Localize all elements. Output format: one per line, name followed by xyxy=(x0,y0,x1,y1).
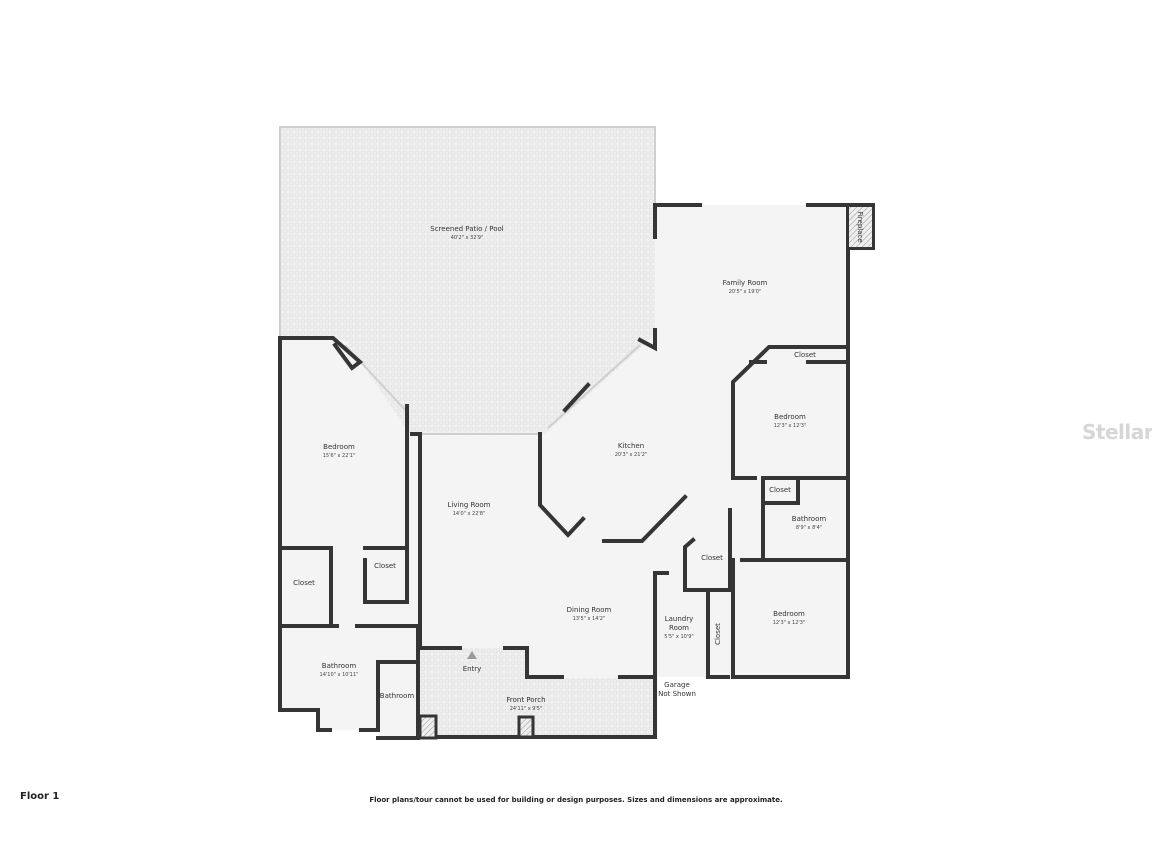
room-dims-porch: 24'11" x 9'5" xyxy=(510,706,543,712)
room-name-bedroom-se: Bedroom xyxy=(773,610,805,618)
entry-arrow-icon xyxy=(467,651,477,659)
room-name-closet-family: Closet xyxy=(794,351,816,359)
room-name-closet-w2: Closet xyxy=(374,562,396,570)
room-name-dining: Dining Room xyxy=(567,606,612,614)
room-name-closet-w1: Closet xyxy=(293,579,315,587)
room-name-porch: Front Porch xyxy=(506,696,545,704)
room-name-bathroom-w: Bathroom xyxy=(322,662,357,670)
room-name-laundry-1: Laundry xyxy=(665,615,694,623)
room-dims-living: 14'0" x 22'8" xyxy=(453,511,486,517)
room-name-closet-v: Closet xyxy=(714,623,722,645)
room-name-closet-hall: Closet xyxy=(701,554,723,562)
room-dims-laundry: 5'5" x 10'9" xyxy=(664,634,693,640)
room-dims-bathroom-e: 8'9" x 8'4" xyxy=(796,525,822,531)
room-name-bathroom-e: Bathroom xyxy=(792,515,827,523)
room-dims-kitchen: 20'3" x 21'2" xyxy=(615,452,648,458)
room-name-kitchen: Kitchen xyxy=(618,442,644,450)
room-name-bathroom-small: Bathroom xyxy=(380,692,415,700)
watermark-logo: StellarMLS xyxy=(1082,420,1152,444)
patio-floor xyxy=(280,127,655,434)
room-dims-bedroom-se: 12'3" x 12'3" xyxy=(773,620,806,626)
garage-note-1: Garage xyxy=(664,681,690,689)
walls xyxy=(278,203,875,740)
room-dims-bedroom-w: 15'6" x 22'1" xyxy=(323,453,356,459)
room-name-laundry-2: Room xyxy=(669,624,689,632)
patio-screen xyxy=(279,126,656,340)
room-name-closet-e1: Closet xyxy=(769,486,791,494)
room-dims-dining: 13'5" x 14'2" xyxy=(573,616,606,622)
room-dims-family: 20'5" x 19'0" xyxy=(729,289,762,295)
fireplace xyxy=(849,207,872,247)
room-dims-bedroom-ne: 12'3" x 12'3" xyxy=(774,423,807,429)
room-name-living: Living Room xyxy=(448,501,491,509)
room-name-bedroom-w: Bedroom xyxy=(323,443,355,451)
room-dims-patio: 40'2" x 32'9" xyxy=(451,235,484,241)
room-dims-bathroom-w: 14'10" x 10'11" xyxy=(320,672,359,678)
room-name-bedroom-ne: Bedroom xyxy=(774,413,806,421)
room-name-family: Family Room xyxy=(723,279,768,287)
floor-label: Floor 1 xyxy=(20,791,60,802)
porch-floor xyxy=(420,648,655,737)
disclaimer: Floor plans/tour cannot be used for buil… xyxy=(369,796,783,804)
entry-label: Entry xyxy=(463,665,482,673)
patio-slider xyxy=(547,344,641,429)
room-name-patio: Screened Patio / Pool xyxy=(430,225,504,233)
garage-note-2: Not Shown xyxy=(658,690,696,698)
fireplace-label: Fireplace xyxy=(856,211,864,242)
